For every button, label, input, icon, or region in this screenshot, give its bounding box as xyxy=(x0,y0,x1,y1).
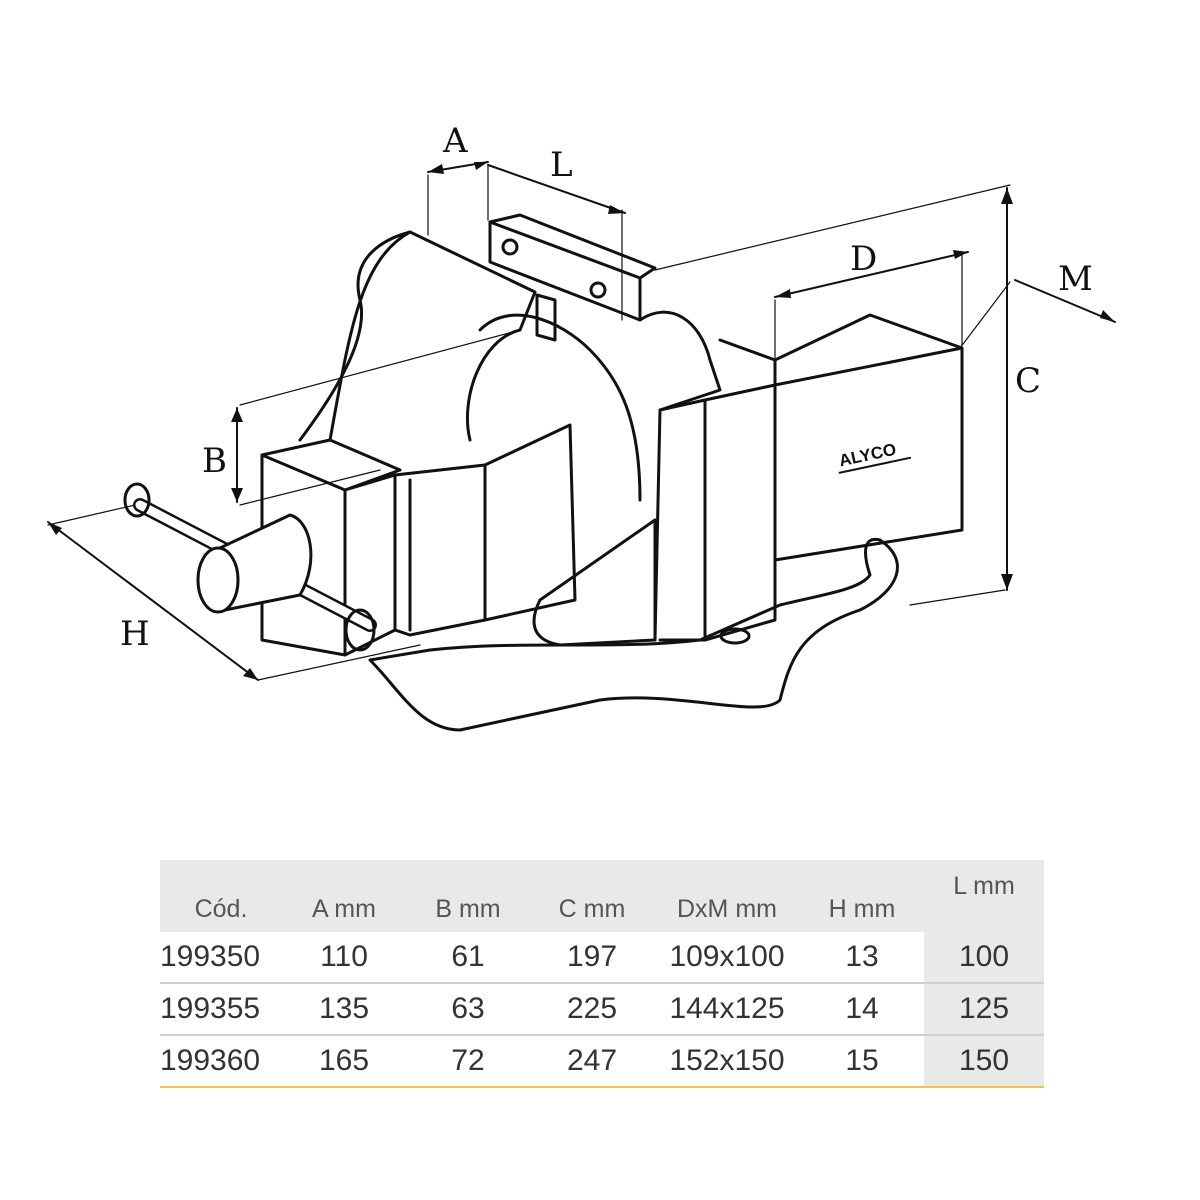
header-a: A mm xyxy=(282,860,406,932)
table-header-row: Cód. A mm B mm C mm DxM mm H mm L mm xyxy=(160,860,1044,932)
table-row: 199355 135 63 225 144x125 14 125 xyxy=(160,983,1044,1036)
vise-handle xyxy=(123,482,377,652)
cell-dxm: 152x150 xyxy=(654,1035,800,1088)
label-m: M xyxy=(1058,259,1093,299)
cell-dxm: 109x100 xyxy=(654,932,800,984)
cell-code: 199350 xyxy=(160,932,282,984)
header-h: H mm xyxy=(800,860,924,932)
cell-b: 63 xyxy=(406,983,530,1036)
specs-table: Cód. A mm B mm C mm DxM mm H mm L mm 199… xyxy=(160,860,1044,1088)
label-h: H xyxy=(120,614,150,654)
table-row: 199360 165 72 247 152x150 15 150 xyxy=(160,1035,1044,1088)
cell-dxm: 144x125 xyxy=(654,983,800,1036)
svg-text:ALYCO: ALYCO xyxy=(837,440,898,471)
cell-a: 165 xyxy=(282,1035,406,1088)
table-row: 199350 110 61 197 109x100 13 100 xyxy=(160,932,1044,984)
arrowheads xyxy=(48,162,1115,680)
cell-c: 247 xyxy=(530,1035,654,1088)
header-l: L mm xyxy=(924,860,1044,932)
cell-code: 199360 xyxy=(160,1035,282,1088)
header-dxm: DxM mm xyxy=(654,860,800,932)
vise-body xyxy=(260,213,964,732)
label-b: B xyxy=(202,441,227,481)
cell-c: 225 xyxy=(530,983,654,1036)
cell-a: 110 xyxy=(282,932,406,984)
cell-h: 13 xyxy=(800,932,924,984)
dimension-arrows xyxy=(47,161,1116,681)
cell-l: 125 xyxy=(924,983,1044,1036)
cell-l: 150 xyxy=(924,1035,1044,1088)
cell-h: 15 xyxy=(800,1035,924,1088)
cell-b: 72 xyxy=(406,1035,530,1088)
cell-code: 199355 xyxy=(160,983,282,1036)
bench-vise-diagram: ALYCO A L D M C B H xyxy=(47,121,1116,732)
label-c: C xyxy=(1015,361,1041,401)
cell-b: 61 xyxy=(406,932,530,984)
extension-lines xyxy=(47,164,1011,681)
label-d: D xyxy=(850,239,877,279)
header-b: B mm xyxy=(406,860,530,932)
header-c: C mm xyxy=(530,860,654,932)
cell-h: 14 xyxy=(800,983,924,1036)
brand-logo: ALYCO xyxy=(837,440,912,474)
header-code: Cód. xyxy=(160,860,282,932)
label-a: A xyxy=(442,121,468,161)
cell-a: 135 xyxy=(282,983,406,1036)
cell-c: 197 xyxy=(530,932,654,984)
cell-l: 100 xyxy=(924,932,1044,984)
label-l: L xyxy=(550,145,573,185)
